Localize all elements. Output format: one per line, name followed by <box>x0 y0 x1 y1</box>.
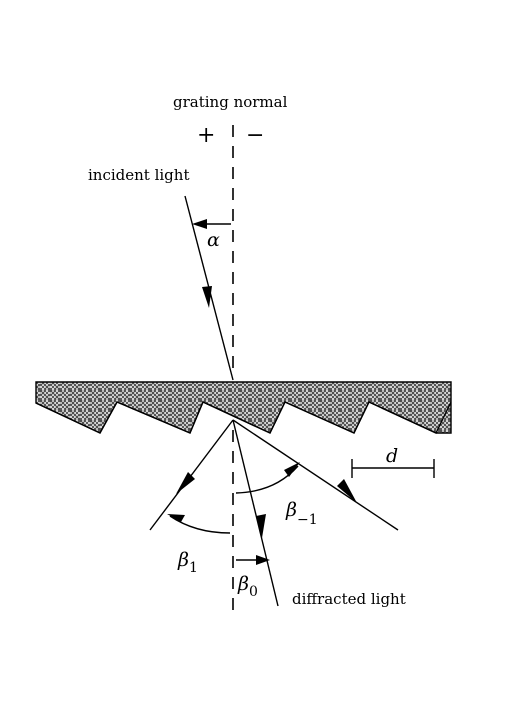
beta-1-arc <box>169 515 231 534</box>
beta-0-symbol: β <box>237 573 249 595</box>
plus-sign-label: + <box>197 123 215 148</box>
minus-sign-label: − <box>246 123 264 148</box>
alpha-label: α <box>207 229 220 251</box>
beta-minus-1-label: β−1 <box>285 499 318 528</box>
beta-1-arrow-icon <box>167 514 185 522</box>
order-0-ray-arrow-icon <box>256 514 266 538</box>
grating-block <box>35 381 452 434</box>
incident-light-label: incident light <box>88 166 189 184</box>
diffracted-ray-order-1 <box>149 419 234 531</box>
diffracted-ray-order-minus-1 <box>232 419 399 531</box>
incident-ray-arrow-icon <box>202 286 212 308</box>
beta-1-subscript: 1 <box>189 560 198 576</box>
order-minus-1-ray-arrow-icon <box>337 479 357 503</box>
beta-minus-1-arrow-icon <box>284 462 300 477</box>
beta-minus-1-symbol: β <box>285 499 297 521</box>
alpha-arrow-icon <box>192 219 207 229</box>
diffracted-light-label: diffracted light <box>292 590 406 608</box>
beta-1-label: β1 <box>177 549 198 576</box>
beta-0-label: β0 <box>237 573 258 600</box>
beta-0-arrow-icon <box>256 555 270 565</box>
order-1-ray-arrow-icon <box>176 472 195 494</box>
groove-spacing-label: d <box>386 445 398 467</box>
beta-minus-1-subscript: −1 <box>297 512 318 528</box>
diffracted-ray-order-0 <box>232 419 279 607</box>
grating-normal-label: grating normal <box>173 93 288 111</box>
beta-0-subscript: 0 <box>249 584 258 600</box>
beta-1-symbol: β <box>177 549 189 571</box>
grating-sawtooth-profile <box>35 401 452 434</box>
